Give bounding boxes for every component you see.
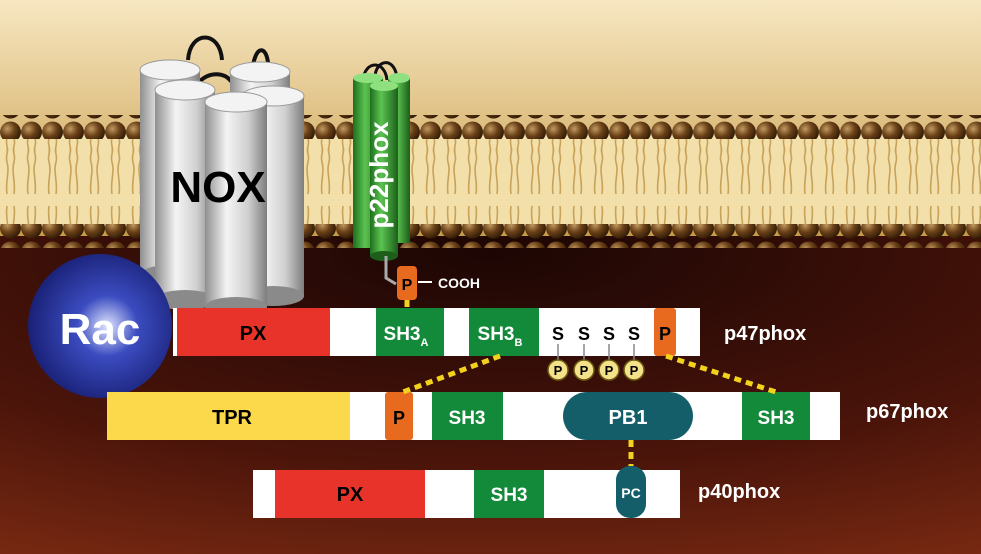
p40-pc-domain (616, 466, 646, 518)
p47-sh3a-label: SH3A (384, 324, 429, 349)
p67phox-bar: TPR P SH3 PB1 SH3 p67phox (107, 392, 948, 440)
p67-proline-rich-region (385, 392, 413, 440)
interaction-links (402, 300, 777, 466)
phosphate-label: P (554, 363, 563, 378)
link-sh3b-p67prr (402, 353, 501, 395)
p40-pc-label: PC (621, 485, 640, 501)
link-p47prr-p67sh3 (665, 353, 777, 395)
p67-sh3c-domain (742, 392, 810, 440)
rac-label: Rac (60, 305, 141, 354)
p67-sh3-domain (432, 392, 503, 440)
p40phox-bar: PX SH3 PC p40phox (253, 466, 780, 518)
serine-label: S (578, 324, 590, 344)
p47-phosphoserines: S S S S P P P P (547, 324, 645, 381)
p67-pb1-domain (563, 392, 693, 440)
p47-px-domain (177, 308, 330, 356)
p47-sh3b-domain (469, 308, 539, 356)
p47-sh3b-label: SH3B (478, 324, 523, 349)
p47phox-name: p47phox (724, 323, 806, 345)
p67-tpr-domain (107, 392, 350, 440)
p40-sh3-domain (474, 470, 544, 518)
nox-protein: NOX (139, 35, 305, 317)
p67phox-name: p67phox (866, 401, 948, 423)
p67-sh3-label: SH3 (449, 408, 486, 429)
p67-pb1-label: PB1 (609, 407, 648, 429)
p47-prr-label: P (659, 324, 671, 344)
rac-protein: Rac (28, 254, 172, 398)
p40-px-label: PX (337, 484, 364, 506)
nox-label: NOX (170, 163, 265, 212)
p22phox-prr-label: P (402, 277, 413, 294)
cooh-label: COOH (438, 275, 480, 291)
p22phox-proline-rich-region (397, 266, 417, 300)
serine-label: S (603, 324, 615, 344)
p22phox-protein: p22phox (353, 61, 410, 261)
p40-sh3-label: SH3 (491, 485, 528, 506)
p67-tpr-label: TPR (212, 407, 253, 429)
p67-prr-label: P (393, 408, 405, 428)
p47-sh3a-domain (376, 308, 444, 356)
p47-px-label: PX (240, 323, 267, 345)
p47-proline-rich-region (654, 308, 676, 356)
p40phox-name: p40phox (698, 481, 780, 503)
phosphate-label: P (580, 363, 589, 378)
serine-label: S (552, 324, 564, 344)
serine-label: S (628, 324, 640, 344)
p40-px-domain (275, 470, 425, 518)
p22phox-tail: P COOH (384, 256, 480, 300)
p67-sh3c-label: SH3 (758, 408, 795, 429)
phosphate-label: P (630, 363, 639, 378)
p47phox-bar: PX SH3A SH3B P p47phox (173, 308, 806, 356)
phosphate-label: P (605, 363, 614, 378)
p22phox-label: p22phox (364, 121, 394, 228)
